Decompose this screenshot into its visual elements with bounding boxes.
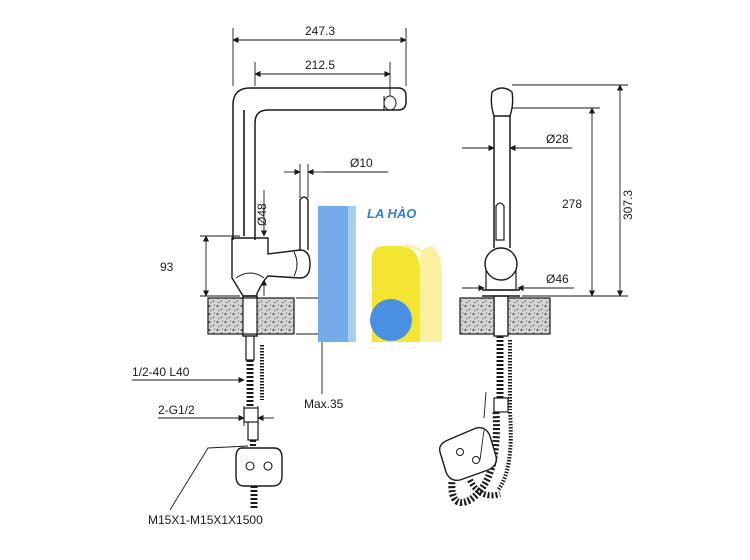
dim-body-height: 93 (160, 260, 174, 274)
countertop-right-left (459, 297, 495, 335)
lever (299, 196, 309, 250)
dim-inlet-hose: 1/2-40 L40 (132, 365, 190, 379)
dim-spout-height: 278 (562, 197, 582, 211)
dim-overall-width: 247.3 (305, 24, 335, 38)
dim-max-counter: Max.35 (304, 397, 344, 411)
dim-inlet-thread: 2-G1/2 (158, 403, 195, 417)
dim-body-diameter: Ø48 (255, 203, 269, 226)
logo-text: LA HÀO (367, 206, 416, 221)
dim-spout-reach: 212.5 (305, 58, 335, 72)
spout-outline (232, 87, 407, 240)
dim-spout-diameter: Ø28 (546, 132, 569, 146)
inlet-hoses-left (235, 345, 283, 508)
dim-lever-diameter: Ø10 (350, 156, 373, 170)
logo-blue-circle (370, 299, 412, 341)
hose-connector (235, 447, 283, 487)
pullout-hose-side (438, 336, 513, 506)
dim-overall-height: 307.3 (621, 190, 635, 220)
faucet-body (231, 237, 311, 297)
dim-pullout-hose: M15X1-M15X1X1500 (148, 513, 263, 527)
dimension-lines-right (462, 84, 628, 297)
body-side (484, 247, 518, 281)
countertop-right-right (507, 297, 551, 335)
dim-base-diameter: Ø46 (546, 272, 569, 286)
la-hao-logo: LA HÀO (318, 206, 442, 342)
dimension-lines-left (132, 28, 407, 426)
